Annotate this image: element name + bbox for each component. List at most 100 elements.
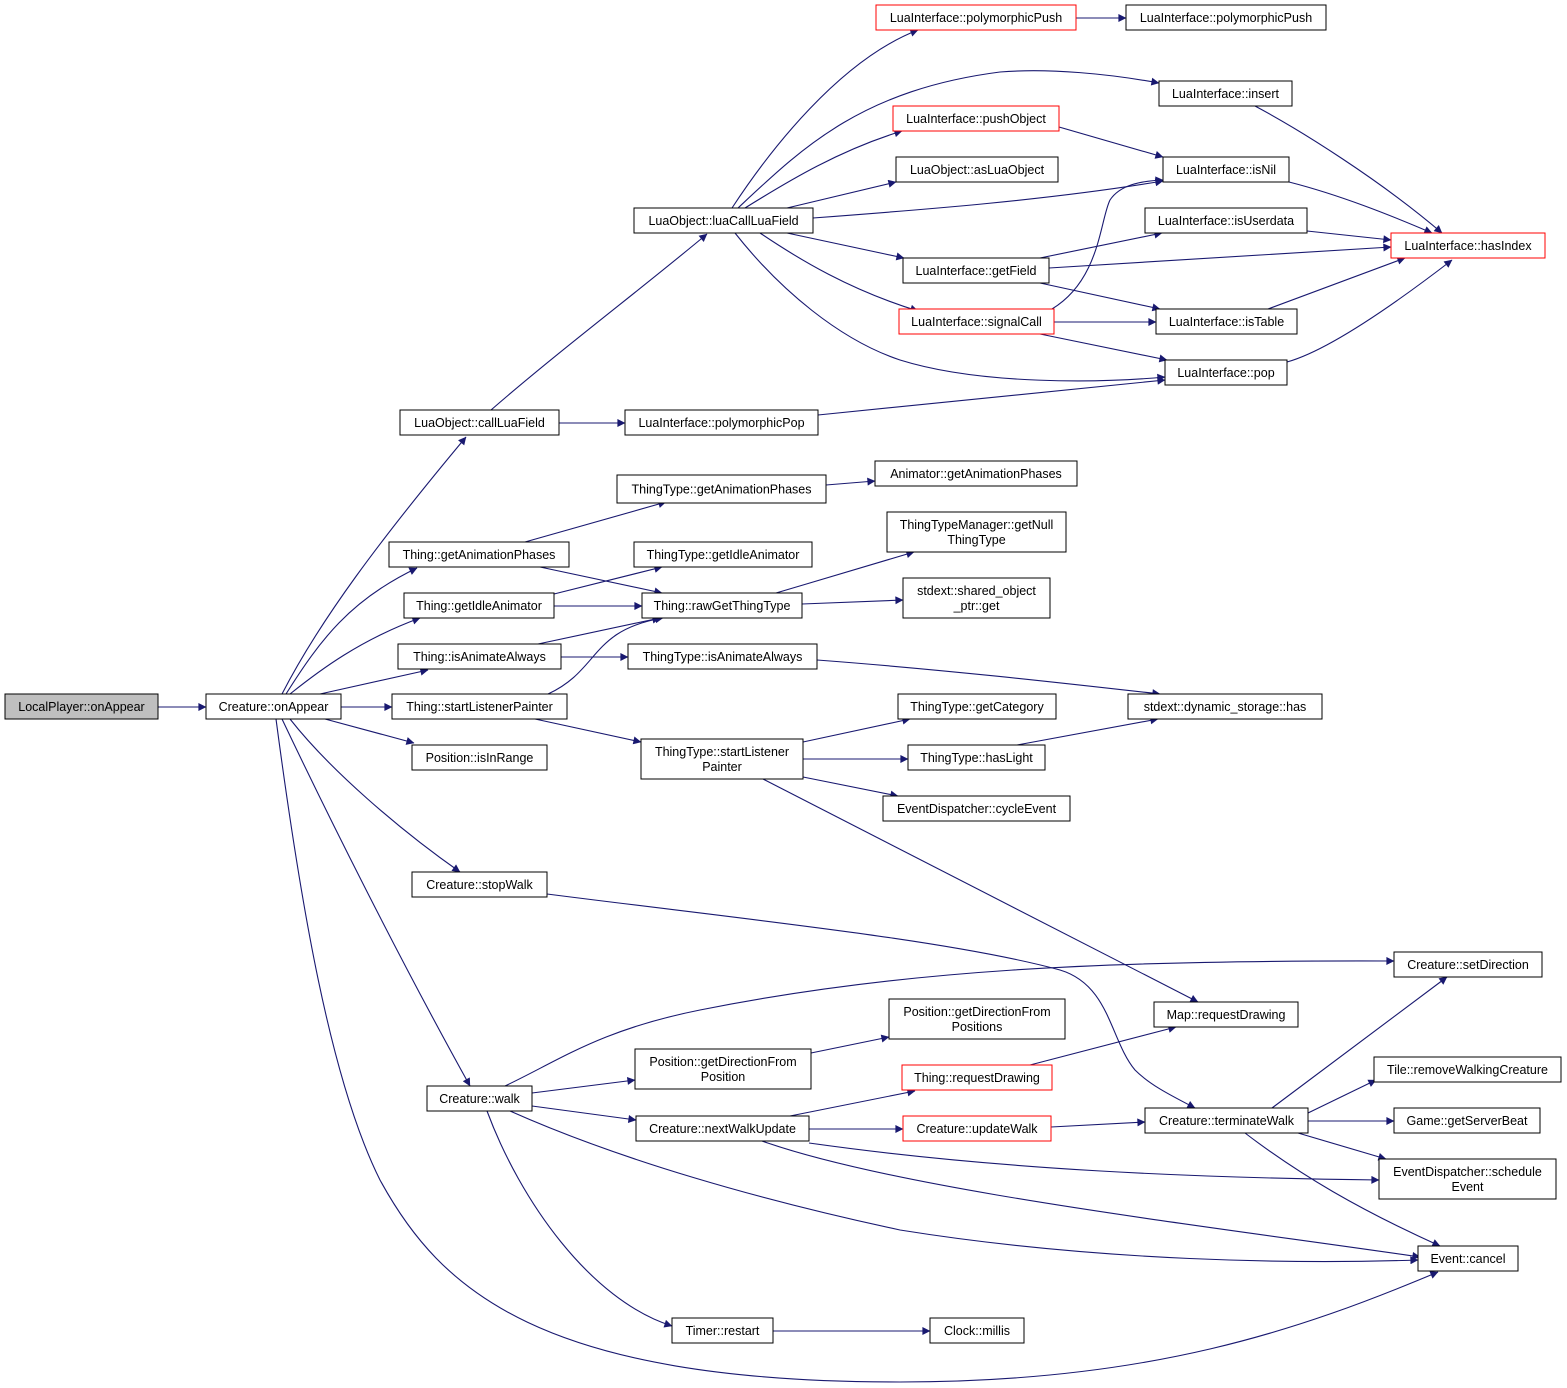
node-polyPop[interactable]: LuaInterface::polymorphicPop (624, 409, 819, 436)
node-box (1127, 693, 1323, 720)
node-label: Thing::rawGetThingType (654, 599, 791, 613)
node-ttAnim[interactable]: ThingType::getAnimationPhases (616, 474, 827, 504)
node-label: LuaInterface::insert (1172, 87, 1280, 101)
node-label: ThingTypeManager::getNull (900, 518, 1054, 532)
edge-cOnApp-to-thIdle (289, 616, 421, 695)
node-label: Event (1452, 1180, 1484, 1194)
edge-nextWalk-to-evCancel (761, 1140, 1421, 1260)
node-label: LuaInterface::pop (1177, 366, 1274, 380)
node-polyPushR[interactable]: LuaInterface::polymorphicPush (875, 4, 1077, 31)
node-getField[interactable]: LuaInterface::getField (902, 257, 1050, 284)
node-ttStartLP[interactable]: ThingType::startListenerPainter (640, 738, 804, 780)
node-animGet[interactable]: Animator::getAnimationPhases (874, 460, 1078, 487)
node-box (874, 460, 1078, 487)
node-label: Thing::startListenerPainter (406, 700, 553, 714)
node-cOnApp[interactable]: Creature::onAppear (205, 693, 342, 720)
node-label: LuaInterface::isTable (1169, 315, 1284, 329)
node-hasIdx[interactable]: LuaInterface::hasIndex (1390, 232, 1546, 259)
node-nextWalk[interactable]: Creature::nextWalkUpdate (635, 1115, 810, 1142)
node-box (898, 308, 1055, 335)
edge-pop-to-hasIdx (1286, 259, 1453, 363)
node-stopWalk[interactable]: Creature::stopWalk (411, 871, 548, 898)
node-thReq[interactable]: Thing::requestDrawing (901, 1064, 1053, 1091)
node-label: Thing::getAnimationPhases (403, 548, 556, 562)
node-box (907, 744, 1046, 771)
edge-thAnimAlw-to-rawGet (537, 615, 661, 645)
edge-luaCall-to-sigCall (759, 232, 919, 313)
node-root[interactable]: LocalPlayer::onAppear (4, 693, 159, 720)
node-label: stdext::dynamic_storage::has (1144, 700, 1307, 714)
edge-termWalk-to-schedEv (1297, 1132, 1387, 1161)
node-walk[interactable]: Creature::walk (426, 1085, 533, 1112)
node-box (888, 998, 1066, 1040)
node-updWalk[interactable]: Creature::updateWalk (902, 1115, 1052, 1142)
node-cycleEv[interactable]: EventDispatcher::cycleEvent (882, 795, 1071, 822)
node-ttCat[interactable]: ThingType::getCategory (897, 693, 1057, 720)
edge-luaCall-to-isNil (812, 178, 1164, 219)
node-sigCall[interactable]: LuaInterface::signalCall (898, 308, 1055, 335)
edge-luaCall-to-polyPushR (731, 29, 919, 209)
edge-getField-to-isUser (1039, 230, 1163, 259)
node-tRestart[interactable]: Timer::restart (671, 1317, 774, 1344)
edge-sigCall-to-isNil (1051, 176, 1164, 310)
node-isUser[interactable]: LuaInterface::isUserdata (1144, 207, 1308, 234)
node-evCancel[interactable]: Event::cancel (1417, 1245, 1519, 1272)
node-polyPush[interactable]: LuaInterface::polymorphicPush (1125, 4, 1327, 31)
node-label: LuaInterface::pushObject (906, 112, 1046, 126)
edge-nextWalk-to-schedEv (808, 1142, 1380, 1184)
nodes: LocalPlayer::onAppear Creature::onAppear L… (4, 4, 1562, 1344)
node-tileRem[interactable]: Tile::removeWalkingCreature (1373, 1056, 1562, 1083)
node-thAnim[interactable]: Thing::getAnimationPhases (388, 541, 570, 568)
node-thStartLP[interactable]: Thing::startListenerPainter (391, 693, 568, 720)
edge-ttStartLP-to-ttCat (802, 716, 911, 743)
node-posRange[interactable]: Position::isInRange (411, 744, 548, 771)
node-label: Game::getServerBeat (1407, 1114, 1528, 1128)
node-box (388, 541, 570, 568)
node-ttAnimAlw[interactable]: ThingType::isAnimateAlways (627, 643, 818, 670)
node-label: Thing::getIdleAnimator (416, 599, 542, 613)
node-asLua[interactable]: LuaObject::asLuaObject (895, 156, 1059, 183)
node-pushObj[interactable]: LuaInterface::pushObject (892, 105, 1060, 132)
node-label: LuaInterface::signalCall (911, 315, 1042, 329)
node-clkMillis[interactable]: Clock::millis (929, 1317, 1025, 1344)
node-box (902, 577, 1051, 619)
node-srvBeat[interactable]: Game::getServerBeat (1393, 1107, 1541, 1134)
node-box (635, 1115, 810, 1142)
node-thAnimAlw[interactable]: Thing::isAnimateAlways (397, 643, 562, 670)
node-label: ThingType::isAnimateAlways (643, 650, 803, 664)
node-dynHas[interactable]: stdext::dynamic_storage::has (1127, 693, 1323, 720)
node-ttIdle[interactable]: ThingType::getIdleAnimator (633, 541, 813, 568)
node-isTable[interactable]: LuaInterface::isTable (1155, 308, 1298, 335)
node-label: ThingType::getIdleAnimator (647, 548, 800, 562)
node-sharedGet[interactable]: stdext::shared_object_ptr::get (902, 577, 1051, 619)
node-luaCall[interactable]: LuaObject::luaCallLuaField (633, 207, 814, 234)
node-label: LuaObject::callLuaField (414, 416, 545, 430)
node-box (1393, 951, 1543, 978)
node-termWalk[interactable]: Creature::terminateWalk (1144, 1107, 1309, 1134)
node-box (1417, 1245, 1519, 1272)
node-setDir[interactable]: Creature::setDirection (1393, 951, 1543, 978)
node-box (929, 1317, 1025, 1344)
node-box (640, 738, 804, 780)
node-label: Creature::nextWalkUpdate (649, 1122, 796, 1136)
node-mapReq[interactable]: Map::requestDrawing (1153, 1001, 1299, 1028)
node-ttLight[interactable]: ThingType::hasLight (907, 744, 1046, 771)
node-rawGet[interactable]: Thing::rawGetThingType (641, 592, 803, 619)
node-isNil[interactable]: LuaInterface::isNil (1162, 156, 1290, 183)
node-thIdle[interactable]: Thing::getIdleAnimator (403, 592, 555, 619)
node-box (886, 511, 1067, 553)
node-insert[interactable]: LuaInterface::insert (1158, 80, 1293, 107)
node-callLF[interactable]: LuaObject::callLuaField (399, 409, 560, 436)
node-label: ThingType::getAnimationPhases (632, 483, 812, 497)
node-pop[interactable]: LuaInterface::pop (1164, 359, 1288, 386)
node-box (902, 1115, 1052, 1142)
edges (158, 14, 1453, 1383)
node-box (1390, 232, 1546, 259)
node-label: Position::getDirectionFrom (649, 1055, 796, 1069)
node-label: EventDispatcher::schedule (1393, 1165, 1542, 1179)
